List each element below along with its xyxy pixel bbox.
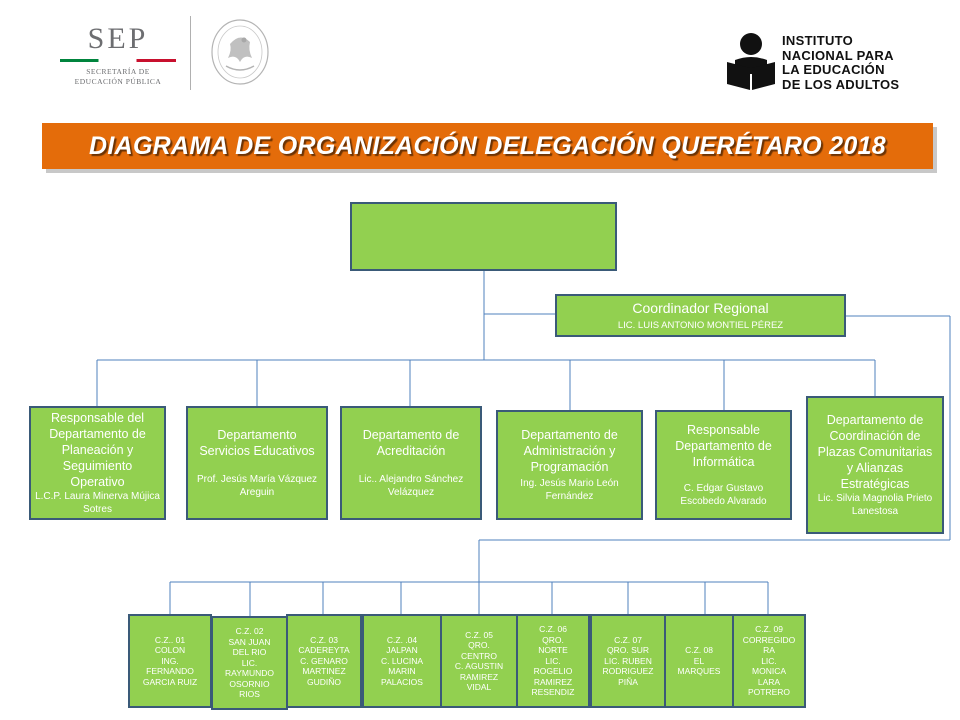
dept-plazas-comunitarias: Departamento de Coordinación de Plazas C… [806,396,944,534]
inea-logo: INSTITUTO NACIONAL PARA LA EDUCACIÓN DE … [726,32,916,96]
zone-line: MARIN [388,666,416,677]
dept-acreditacion: Departamento de Acreditación Lic.. Aleja… [340,406,482,520]
zone-line: C. LUCINA [380,655,424,666]
reading-person-icon [727,33,775,90]
title-banner: DIAGRAMA DE ORGANIZACIÓN DELEGACIÓN QUER… [42,123,933,169]
dept-title: Responsable Departamento de Informática [675,423,772,469]
zone-cz08: C.Z. 08 EL MARQUES [664,614,734,708]
zone-line: QRO. [468,640,490,650]
zone-line: C.Z. 05 [465,629,493,640]
mexican-seal-icon [211,19,269,85]
zone-line: LARA [757,676,781,687]
sep-logo-abbr: SEP [87,22,149,55]
dept-planeacion: Responsable del Departamento de Planeaci… [29,406,166,520]
zone-line: RESENDIZ [531,687,575,698]
zone-line: C. GENARO [300,655,348,666]
zone-line: ROGELIO [533,666,573,677]
zone-cz01: C.Z.. 01 COLON ING. FERNANDO GARCIA RUIZ [128,614,212,708]
zone-line: C.Z. 06 [539,624,567,635]
zone-line: RODRIGUEZ [602,666,654,677]
zone-line: C.Z. 08 [685,645,713,656]
zone-line: MARTINEZ [302,666,346,677]
inea-line3: LA EDUCACIÓN [782,62,885,77]
zone-line: LIC. [241,657,258,668]
zone-cz09: C.Z. 09 CORREGIDO RA LIC. MONICA LARA PO… [732,614,806,708]
dept-person: Lic. Silvia Magnolia Prieto Lanestosa [817,493,933,517]
sep-logo-stripe [60,59,176,62]
header-divider [190,16,191,90]
dept-person: L.C.P. Laura Minerva Mújica Sotres [35,491,160,515]
zone-line: QRO. [542,634,564,645]
sep-logo-line1: SECRETARÍA DE [86,67,150,76]
dept-title: Departamento Servicios Educativos [199,428,315,458]
zone-line: CENTRO [461,650,497,661]
zone-line: C.Z. 03 [310,634,338,645]
zone-line: C.Z. 09 [755,624,783,635]
zone-line: DEL RIO [232,647,267,658]
zone-cz02: C.Z. 02 SAN JUAN DEL RIO LIC. RAYMUNDO O… [211,616,288,710]
zone-line: GUDIÑO [307,676,341,687]
zone-line: C.Z. .04 [386,634,418,645]
zone-line: CORREGIDO [742,634,796,645]
zone-line: FERNANDO [146,666,194,677]
zone-line: PALACIOS [381,676,423,687]
zone-line: MARQUES [677,666,721,677]
dept-person: Lic.. Alejandro Sánchez Velázquez [358,474,464,498]
zone-line: PIÑA [618,676,638,687]
dept-person: Prof. Jesús María Vázquez Areguin [196,474,318,498]
inea-logo-text: INSTITUTO NACIONAL PARA LA EDUCACIÓN DE … [782,33,900,92]
zone-line: RAMIREZ [459,671,499,682]
zone-line: RIOS [239,689,260,700]
zone-line: VIDAL [466,682,492,692]
zone-line: SAN JUAN [228,636,271,647]
inea-line1: INSTITUTO [782,33,854,48]
zone-line: CADEREYTA [298,645,350,656]
dept-person: Ing. Jesús Mario León Fernández [520,478,619,502]
coordinator-box: Coordinador Regional LIC. LUIS ANTONIO M… [555,294,846,337]
coordinator-title: Coordinador Regional [632,299,769,316]
zone-line: C. AGUSTIN [454,661,504,671]
zone-line: LIC. [545,655,561,666]
zone-line: C.Z. 02 [235,626,264,637]
zone-cz05: C.Z. 05 QRO. CENTRO C. AGUSTIN RAMIREZ V… [440,614,518,708]
sep-logo-line2: EDUCACIÓN PÚBLICA [74,77,162,86]
zone-cz03: C.Z. 03 CADEREYTA C. GENARO MARTINEZ GUD… [286,614,362,708]
zone-cz07: C.Z. 07 QRO. SUR LIC. RUBEN RODRIGUEZ PI… [590,614,666,708]
zone-line: JALPAN [386,645,418,656]
zone-line: LIC. [761,655,777,666]
inea-line2: NACIONAL PARA [782,47,894,63]
dept-person: C. Edgar Gustavo Escobedo Alvarado [680,483,767,507]
zone-line: RA [763,645,775,656]
dept-informatica: Responsable Departamento de Informática … [655,410,792,520]
zone-line: OSORNIO [229,678,270,689]
zone-line: QRO. SUR [606,645,650,656]
zone-line: ING. [161,655,179,666]
dept-administracion: Departamento de Administración y Program… [496,410,643,520]
zone-cz04: C.Z. .04 JALPAN C. LUCINA MARIN PALACIOS [362,614,442,708]
zone-line: EL [693,655,705,666]
dept-servicios-educativos: Departamento Servicios Educativos Prof. … [186,406,328,520]
dept-title: Departamento de Acreditación [362,428,460,458]
zone-line: C.Z.. 01 [154,634,186,645]
zone-line: GARCIA RUIZ [142,676,198,687]
page-title: DIAGRAMA DE ORGANIZACIÓN DELEGACIÓN QUER… [88,131,886,160]
dept-title: Departamento de Coordinación de Plazas C… [817,413,933,491]
zone-cz06: C.Z. 06 QRO. NORTE LIC. ROGELIO RAMIREZ … [516,614,590,708]
dept-title: Departamento de Administración y Program… [521,428,618,474]
coordinator-name: LIC. LUIS ANTONIO MONTIEL PÉREZ [617,319,784,331]
sep-logo: SEP SECRETARÍA DE EDUCACIÓN PÚBLICA [54,22,182,94]
zone-line: LIC. RUBEN [604,655,652,666]
zone-line: NORTE [538,645,568,656]
zone-line: RAYMUNDO [225,668,274,679]
inea-line4: DE LOS ADULTOS [782,76,900,92]
zone-line: MONICA [752,666,786,677]
zone-line: POTRERO [747,687,791,698]
top-box [350,202,617,271]
zone-line: COLON [154,645,186,656]
dept-title: Responsable del Departamento de Planeaci… [49,411,146,489]
zone-line: RAMIREZ [533,676,573,687]
zone-line: C.Z. 07 [614,634,642,645]
